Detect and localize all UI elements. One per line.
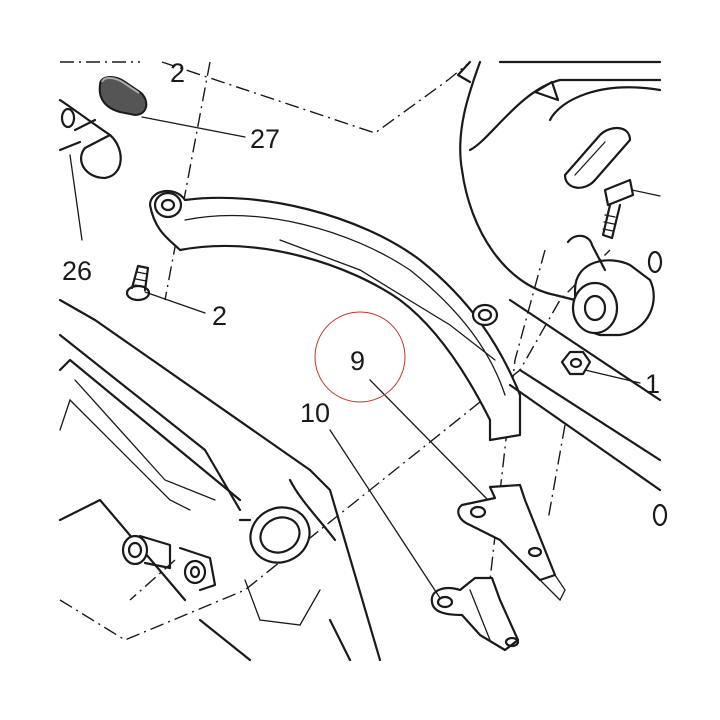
cable-clip [58, 98, 122, 180]
grommet [98, 76, 148, 117]
main-frame [58, 298, 382, 662]
callout-27: 27 [250, 124, 280, 154]
callout-26: 26 [62, 256, 92, 286]
spherical-joint [566, 234, 663, 337]
bracket-plate-9 [457, 483, 566, 602]
bolt-top-right [601, 178, 661, 240]
upper-right-frame [456, 60, 668, 527]
pivot-tube [238, 506, 311, 564]
screw [125, 264, 151, 302]
leader-lines [69, 116, 641, 599]
callout-9: 9 [350, 346, 365, 376]
callout-10: 10 [300, 398, 330, 428]
nut [560, 350, 592, 376]
callout-1: 1 [645, 369, 660, 399]
mount-bosses [121, 534, 217, 592]
curved-bracket-arm [148, 189, 522, 442]
callout-2-top: 2 [170, 58, 185, 88]
callout-labels: 2 27 26 2 9 10 1 [62, 58, 660, 428]
bracket-plate-10 [430, 576, 520, 652]
highlight-circle [314, 311, 406, 403]
callout-2-bottom: 2 [212, 301, 227, 331]
